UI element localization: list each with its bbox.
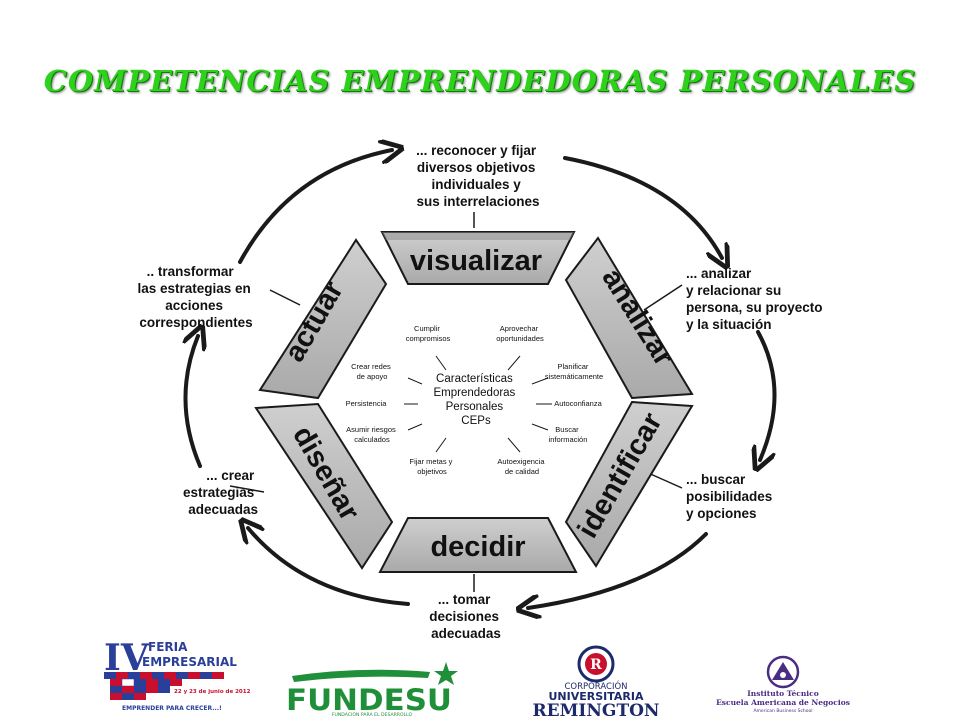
arrow-top-left (238, 150, 392, 264)
outer-text-decidir: ... tomar decisiones adecuadas (429, 592, 503, 640)
instituto-line2: Escuela Americana de Negocios (716, 698, 850, 707)
remington-line2: UNIVERSITARIA (549, 690, 644, 703)
instituto-line3: American Business School (753, 708, 812, 714)
logo-instituto-tecnico: Instituto Técnico Escuela Americana de N… (716, 655, 850, 714)
sponsor-logos: IV FERIA EMPRESARIAL 22 y 23 de junio de… (104, 637, 850, 720)
center-item-autoexigencia: Autoexigencia de calidad (497, 457, 546, 476)
stage-label-visualizar: visualizar (410, 245, 542, 277)
connector-lines (229, 212, 683, 592)
center-item-autoconfianza: Autoconfianza (554, 399, 602, 408)
center-hub: Características Emprendedoras Personales… (346, 324, 604, 476)
outer-text-visualizar: ... reconocer y fijar diversos objetivos… (416, 143, 540, 209)
arrow-left (185, 336, 200, 468)
center-item-crear-redes: Crear redes de apoyo (351, 362, 393, 381)
center-item-planificar: Planificar sistemáticamente (545, 362, 603, 381)
outer-text-analizar: ... analizar y relacionar su persona, su… (686, 266, 826, 332)
stage-visualizar: visualizar (380, 231, 576, 285)
feria-line2: EMPRESARIAL (142, 655, 237, 669)
feria-line1: FERIA (148, 640, 188, 654)
feria-slogan: EMPRENDER PARA CRECER...! (122, 705, 222, 712)
cycle-arrows (185, 150, 777, 608)
slide-title: COMPETENCIAS EMPRENDEDORAS PERSONALES (43, 64, 917, 98)
fundesu-swoosh-icon (292, 669, 430, 682)
outer-text-identificar: ... buscar posibilidades y opciones (686, 472, 776, 521)
center-item-cumplir-compromisos: Cumplir compromisos (406, 324, 451, 343)
arrow-bottom-left (248, 528, 410, 606)
center-item-fijar-metas: Fijar metas y objetivos (409, 457, 454, 476)
fundesu-name: FUNDESU (286, 683, 452, 717)
remington-line3: REMINGTON (533, 701, 660, 720)
logo-remington: R CORPORACIÓN UNIVERSITARIA REMINGTON (533, 645, 660, 720)
remington-line1: CORPORACIÓN (564, 680, 627, 692)
fundesu-star-icon (434, 662, 458, 685)
center-core-text: Características Emprendedoras Personales… (433, 373, 518, 427)
stage-decidir: decidir (378, 517, 578, 573)
center-item-persistencia: Persistencia (346, 399, 388, 408)
arrow-right (758, 330, 777, 460)
outer-text-disenar: ... crear estrategias adecuadas (183, 468, 258, 517)
center-item-aprovechar-oportunidades: Aprovechar oportunidades (496, 324, 544, 343)
center-item-buscar-informacion: Buscar información (549, 425, 588, 444)
cep-cycle-diagram: visualizar analizar identificar decidir … (137, 0, 826, 640)
logo-feria-empresarial: IV FERIA EMPRESARIAL 22 y 23 de junio de… (104, 637, 251, 712)
fundesu-tagline-1: FUNDACIÓN PARA EL DESARROLLO (332, 711, 413, 718)
remington-seal-letter: R (590, 657, 602, 673)
stage-label-decidir: decidir (430, 531, 525, 563)
logo-fundesu: FUNDESU FUNDACIÓN PARA EL DESARROLLO (286, 662, 458, 718)
center-item-asumir-riesgos: Asumir riesgos calculados (346, 425, 398, 444)
arrow-bottom-right (528, 532, 708, 608)
instituto-line1: Instituto Técnico (747, 689, 818, 698)
feria-checker-icon (104, 672, 224, 700)
feria-dates: 22 y 23 de junio de 2012 (174, 689, 251, 695)
arrow-top-right (563, 156, 722, 258)
outer-text-actuar: .. transformar las estrategias en accion… (137, 264, 254, 330)
